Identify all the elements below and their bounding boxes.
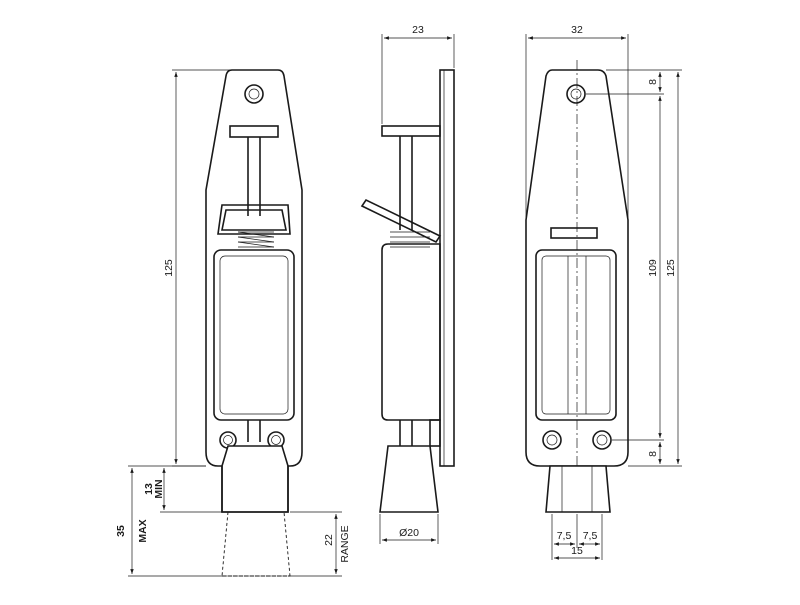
- dim-front-height-label: 125: [163, 259, 175, 277]
- front-plate-outline: [205, 69, 303, 467]
- range-value: 22: [323, 534, 335, 546]
- dim-front-height: 125: [163, 69, 232, 467]
- front-top-hole-inner: [248, 88, 260, 100]
- dim-back-heights: 8 109 8 125: [586, 69, 682, 467]
- max-value: 35: [115, 525, 127, 537]
- back-rubber-foot: [545, 465, 611, 513]
- side-view: [360, 69, 455, 513]
- back-window-inner: [541, 255, 611, 415]
- dim-side-depth: 23: [381, 24, 455, 124]
- dim-side-depth-label: 23: [412, 24, 424, 36]
- back-top-hole-inner: [570, 88, 582, 100]
- front-spring-coils: [237, 231, 275, 248]
- front-foot-outline: [221, 466, 289, 513]
- front-window-inner: [219, 255, 289, 415]
- front-window: [213, 249, 295, 421]
- dim-stroke: 13 MIN 35 MAX 22 RANGE: [115, 465, 351, 577]
- back-bottom-hole-right-inner: [596, 434, 608, 446]
- side-plunger-cap: [381, 125, 441, 137]
- front-view: [205, 69, 303, 577]
- back-bottom-hole-left: [542, 430, 562, 450]
- front-top-hole: [244, 84, 264, 104]
- dim-back-width-label: 32: [571, 24, 583, 36]
- dim-back-inner-height: 109: [647, 259, 659, 277]
- dim-spacing-total: 15: [571, 545, 583, 557]
- front-lever-housing: [217, 204, 291, 235]
- front-lever-inner: [221, 209, 287, 231]
- side-spring: [390, 231, 430, 248]
- dim-back-height: 125: [665, 259, 677, 277]
- back-bottom-hole-right: [592, 430, 612, 450]
- side-body: [381, 243, 441, 421]
- side-rubber-foot: [379, 445, 439, 513]
- side-mount-tab: [429, 419, 441, 447]
- dim-spacing-left: 7,5: [557, 530, 572, 542]
- back-plate-outline: [525, 69, 629, 467]
- side-back-plate: [439, 69, 455, 467]
- back-slot: [550, 227, 598, 239]
- min-value: 13: [143, 483, 155, 495]
- front-rubber-foot: [221, 445, 289, 513]
- dim-back-spacing: 7,5 7,5 15: [551, 514, 603, 560]
- min-label: MIN: [153, 479, 165, 498]
- front-bottom-hole-right-inner: [271, 435, 281, 445]
- dim-hole-offset-bottom: 8: [647, 451, 659, 457]
- front-bottom-hole-left-inner: [223, 435, 233, 445]
- front-plunger-cap: [229, 125, 279, 138]
- front-spring: [238, 231, 274, 248]
- max-label: MAX: [137, 519, 149, 542]
- front-foot-extended: [221, 511, 291, 577]
- side-lever: [360, 198, 442, 244]
- dim-diameter: Ø20: [379, 514, 439, 544]
- dim-hole-offset-top: 8: [647, 79, 659, 85]
- dim-diameter-label: Ø20: [399, 527, 419, 539]
- back-top-hole: [566, 84, 586, 104]
- back-bottom-hole-left-inner: [546, 434, 558, 446]
- dim-back-width: 32: [525, 24, 629, 218]
- range-label: RANGE: [339, 525, 351, 562]
- dim-spacing-right: 7,5: [583, 530, 598, 542]
- back-window: [535, 249, 617, 421]
- back-view: [525, 60, 629, 513]
